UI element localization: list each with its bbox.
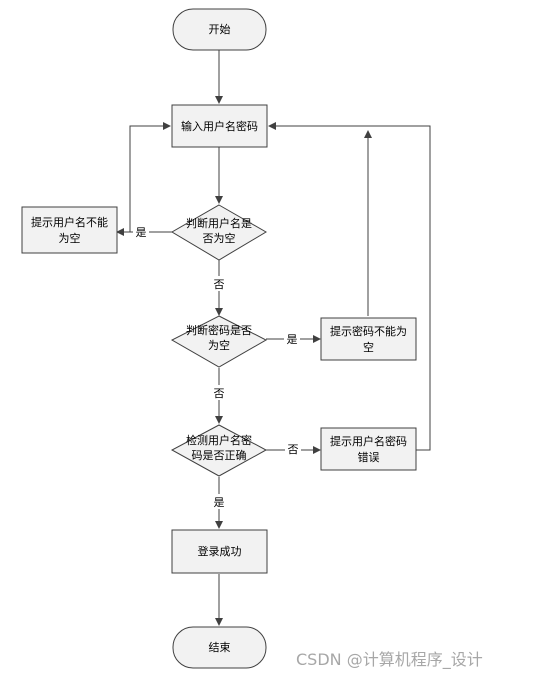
node-check-username-label-line1: 判断用户名是: [186, 216, 252, 230]
node-check-username: 判断用户名是 否为空: [171, 204, 267, 261]
node-verify-label-line2: 码是否正确: [192, 449, 247, 462]
node-check-password-label-line2: 为空: [208, 338, 230, 352]
edge-label-yes-username: 是: [136, 226, 147, 239]
node-password-empty: 提示密码不能为 空: [320, 317, 417, 361]
node-verify: 检测用户名密 码是否正确: [170, 424, 268, 477]
node-success-label: 登录成功: [198, 544, 242, 558]
node-username-empty: 提示用户名不能 为空: [21, 206, 118, 254]
node-check-username-label-line2: 否为空: [203, 231, 236, 245]
node-error: 提示用户名密码 错误: [320, 427, 417, 471]
node-username-empty-label-line2: 为空: [59, 231, 81, 245]
node-error-label-line1: 提示用户名密码: [330, 434, 407, 448]
edge-labels: 是 否 是 否 否 是: [133, 224, 301, 509]
node-success: 登录成功: [171, 529, 268, 574]
edge-label-no-password: 否: [214, 387, 225, 400]
edge-label-no-verify: 否: [288, 443, 299, 456]
node-check-password: 判断密码是否 为空: [170, 315, 268, 368]
node-end-label: 结束: [209, 641, 231, 654]
edge-label-yes-verify: 是: [214, 496, 225, 509]
edge-label-no-username: 否: [214, 278, 225, 291]
node-password-empty-label-line1: 提示密码不能为: [330, 324, 407, 338]
edge-label-yes-password: 是: [287, 333, 298, 346]
node-input: 输入用户名密码: [171, 104, 268, 148]
node-verify-label-line1: 检测用户名密: [186, 433, 252, 447]
node-start: 开始: [172, 8, 267, 51]
edge-username-empty-to-input: [129, 122, 171, 232]
node-start-label: 开始: [209, 22, 231, 36]
node-end: 结束: [172, 626, 267, 669]
node-input-label: 输入用户名密码: [181, 119, 258, 133]
node-password-empty-label-line2: 空: [363, 340, 374, 354]
node-error-label-line2: 错误: [358, 450, 380, 464]
edge-error-to-input: [268, 122, 431, 451]
node-check-password-label-line1: 判断密码是否: [186, 323, 252, 337]
node-username-empty-label-line1: 提示用户名不能: [31, 215, 108, 229]
watermark: CSDN @计算机程序_设计: [296, 650, 483, 670]
